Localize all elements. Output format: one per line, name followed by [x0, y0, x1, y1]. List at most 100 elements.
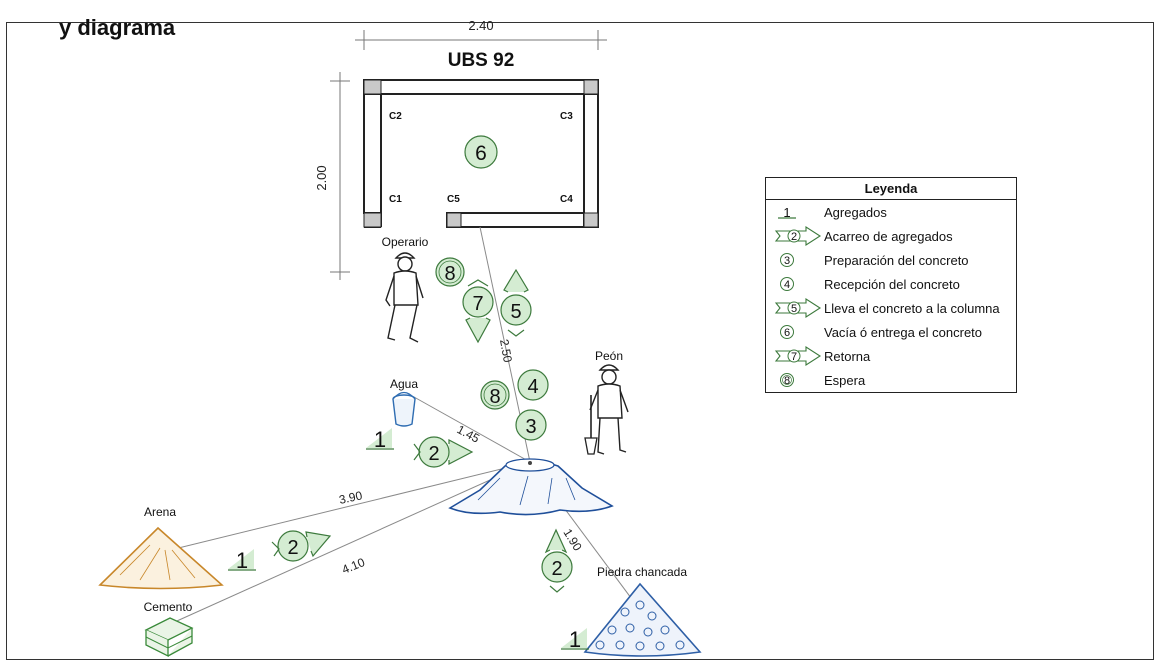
legend-sym-3-text: 3: [784, 255, 790, 267]
operario-arm-left: [385, 275, 395, 307]
line-cemento: [167, 461, 531, 626]
dist-arena-label: 3.90: [338, 488, 364, 507]
step-8-top-label: 8: [444, 263, 455, 285]
legend-item-recepcion: 4 Recepción del concreto: [766, 272, 1016, 296]
step-8-mid-label: 8: [489, 386, 500, 408]
step-2-agua-marker: 2: [413, 436, 474, 468]
legend-sym-7-text: 7: [791, 351, 797, 363]
legend: Leyenda 1 Agregados 2 Acarreo de agregad…: [765, 177, 1017, 393]
operario-arm-right: [415, 275, 424, 299]
shovel-blade: [584, 437, 598, 455]
step-2-arena-label: 2: [287, 537, 298, 559]
top-caption: y diagrama: [59, 15, 176, 40]
operario-leg-right: [409, 304, 419, 343]
step-2-piedra-label: 2: [551, 558, 562, 580]
legend-symbol-4: 4: [766, 272, 824, 296]
legend-label-3: Preparación del concreto: [824, 252, 969, 268]
step-1-agua-marker: 1: [366, 427, 394, 452]
column-c5-block: [446, 212, 462, 228]
step-1-agua-label: 1: [374, 427, 386, 452]
dist-cemento-label: 4.10: [340, 555, 367, 577]
peon-arm-right: [619, 389, 629, 413]
step-4-marker: 4: [517, 369, 549, 401]
legend-item-retorna: 7 Retorna: [766, 344, 1016, 368]
peon-torso: [597, 383, 623, 419]
legend-label-4: Recepción del concreto: [824, 276, 960, 292]
step-5-marker: 5: [500, 268, 532, 337]
step-3-label: 3: [525, 416, 536, 438]
legend-symbol-7: 7: [766, 344, 824, 368]
agua-bucket: Agua: [390, 377, 418, 427]
step-3-marker: 3: [515, 409, 547, 441]
legend-sym-5-text: 5: [791, 303, 797, 315]
diagram-frame: y diagrama: [6, 15, 1154, 660]
legend-symbol-1: 1: [766, 200, 824, 224]
peon-label: Peón: [595, 349, 623, 363]
dist-to-c5-label: 2.50: [497, 338, 515, 364]
step-1-arena-marker: 1: [228, 548, 256, 573]
legend-label-2: Acarreo de agregados: [824, 228, 953, 244]
column-c1-label: C1: [389, 194, 402, 205]
step-8-mid-marker: 8: [480, 380, 510, 410]
step-6-marker: 6: [464, 135, 498, 169]
legend-symbol-5: 5: [766, 296, 824, 320]
step-2-agua-label: 2: [428, 443, 439, 465]
legend-item-agregados: 1 Agregados: [766, 200, 1016, 224]
legend-label-8: Espera: [824, 372, 866, 388]
step-1-arena-label: 1: [236, 548, 248, 573]
line-agua: [413, 396, 531, 463]
operario-figure: Operario: [382, 235, 429, 343]
legend-sym-6-text: 6: [784, 327, 790, 339]
peon-head: [601, 369, 617, 385]
column-c1-block: [363, 212, 382, 228]
ubs-plan: 2.40 UBS 92 2.00 C2 C3 C1 C5 C4 6: [314, 18, 607, 280]
legend-item-acarreo: 2 Acarreo de agregados: [766, 224, 1016, 248]
column-c4-label: C4: [560, 194, 573, 205]
legend-symbol-8: 8: [766, 368, 824, 392]
legend-item-preparacion: 3 Preparación del concreto: [766, 248, 1016, 272]
legend-symbol-6: 6: [766, 320, 824, 344]
legend-item-vacia: 6 Vacía ó entrega el concreto: [766, 320, 1016, 344]
legend-item-espera: 8 Espera: [766, 368, 1016, 392]
arena-label: Arena: [144, 505, 176, 519]
step-4-label: 4: [527, 376, 538, 398]
legend-label-7: Retorna: [824, 348, 871, 364]
operario-torso: [393, 270, 419, 306]
agua-label: Agua: [390, 377, 418, 391]
step-1-piedra-label: 1: [569, 627, 581, 652]
legend-sym-1-text: 1: [783, 205, 790, 220]
legend-sym-8-text: 8: [784, 375, 790, 387]
operario-leg-left: [387, 304, 396, 341]
column-c4-block: [583, 212, 599, 228]
operario-head: [397, 256, 413, 272]
legend-label-6: Vacía ó entrega el concreto: [824, 324, 983, 340]
step-5-label: 5: [510, 301, 521, 323]
legend-symbol-3: 3: [766, 248, 824, 272]
peon-leg-left: [597, 417, 605, 455]
step-1-piedra-marker: 1: [561, 627, 589, 652]
piedra-pile: Piedra chancada: [583, 565, 702, 657]
column-c2-label: C2: [389, 111, 402, 122]
operario-label: Operario: [382, 235, 429, 249]
column-c2-block: [363, 79, 382, 95]
plan-title: UBS 92: [448, 50, 515, 71]
piedra-label: Piedra chancada: [597, 565, 687, 579]
column-c3-block: [583, 79, 599, 95]
dist-agua-label: 1.45: [455, 422, 482, 445]
legend-item-lleva: 5 Lleva el concreto a la columna: [766, 296, 1016, 320]
arena-pile: Arena: [98, 505, 224, 590]
cemento-label: Cemento: [144, 600, 193, 614]
step-7-marker: 7: [462, 279, 494, 344]
height-dim-label: 2.00: [314, 165, 329, 190]
legend-sym-2-text: 2: [791, 231, 797, 243]
column-c3-label: C3: [560, 111, 573, 122]
peon-helmet: [598, 364, 620, 371]
legend-label-1: Agregados: [824, 204, 887, 220]
peon-leg-right: [617, 417, 627, 453]
legend-symbol-2: 2: [766, 224, 824, 248]
column-c5-label: C5: [447, 194, 460, 205]
step-7-label: 7: [472, 293, 483, 315]
legend-label-5: Lleva el concreto a la columna: [824, 300, 1000, 316]
cemento-bags: Cemento: [144, 600, 194, 658]
